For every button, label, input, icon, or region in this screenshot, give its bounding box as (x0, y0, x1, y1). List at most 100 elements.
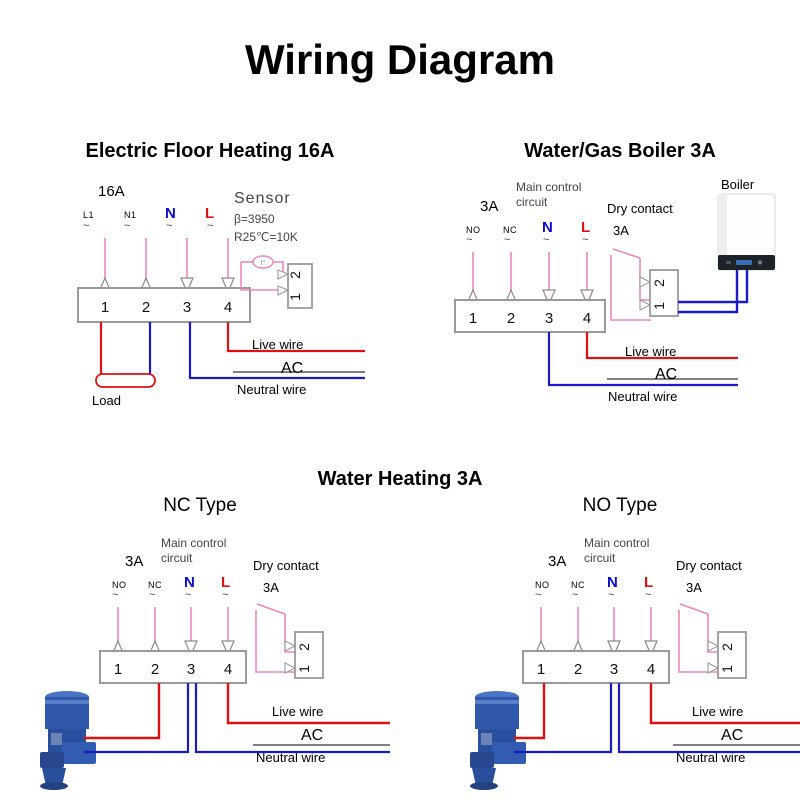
terminal-label-n-p3: N (184, 574, 195, 591)
tilde-p2-1: ~ (466, 234, 473, 246)
main-control-line1-p2: Main control (516, 180, 582, 194)
dry-contact-arrow-p4-2 (707, 640, 720, 652)
terminal-label-l-p4: L (644, 574, 654, 591)
wire-neutral-mains-p1 (188, 322, 365, 380)
dry-contact-wire-lower-p2 (610, 255, 651, 321)
terminal-number-1: 1 (101, 299, 109, 316)
dry-contact-arrow-p3-1 (284, 662, 297, 674)
wire-boiler-2 (678, 270, 749, 304)
terminal-label-no-p3: NO (112, 580, 127, 590)
terminal-label-nc-p2: NC (503, 225, 517, 235)
main-control-line2-p3: circuit (161, 551, 193, 565)
sensor-beta: β=3950 (234, 212, 275, 226)
tilde-4: ~ (207, 220, 214, 232)
tilde-p3-1: ~ (112, 589, 119, 601)
terminal-block-p2 (454, 299, 606, 333)
terminal-number-3: 3 (183, 299, 191, 316)
sensor-arrow-2 (277, 269, 290, 280)
terminal-label-l1: L1 (83, 210, 95, 220)
wire-live-mains-p4 (649, 683, 800, 725)
boiler-appliance (717, 193, 776, 271)
sensor-thermistor-glyph: t° (261, 259, 266, 267)
sensor-title: Sensor (234, 190, 291, 207)
neutral-wire-label-p4: Neutral wire (676, 750, 746, 765)
neutral-wire-label-p2: Neutral wire (608, 389, 678, 404)
terminal-number-p2-4: 4 (583, 310, 591, 327)
live-wire-label-p4: Live wire (692, 704, 744, 719)
wire-pump-live-p3 (84, 683, 161, 740)
dry-contact-wire-lower-p3 (255, 610, 296, 673)
dry-contact-label-p2: Dry contact (607, 201, 673, 216)
terminal-label-no-p2: NO (466, 225, 481, 235)
dry-contact-label-p4: Dry contact (676, 558, 742, 573)
terminal-label-n-p2: N (542, 219, 553, 236)
dry-contact-arrow-p4-1 (707, 662, 720, 674)
wire-pump-live-p4 (514, 683, 546, 740)
pump-appliance-p3 (40, 691, 96, 790)
tilde-p4-4: ~ (645, 589, 652, 601)
main-control-line2-p2: circuit (516, 195, 548, 209)
tilde-p2-3: ~ (543, 234, 550, 246)
tilde-p3-4: ~ (222, 589, 229, 601)
arrow-down-p3-4 (221, 640, 235, 657)
sensor-number-2: 2 (287, 271, 303, 279)
wire-neutral-mains-p3 (194, 683, 390, 754)
arrow-down-p4-3 (607, 640, 621, 657)
dry-contact-number-p2-1: 1 (651, 302, 667, 310)
terminal-number-p2-3: 3 (545, 310, 553, 327)
sensor-number-1: 1 (287, 293, 303, 301)
terminal-label-nc-p3: NC (148, 580, 162, 590)
terminal-label-n1: N1 (124, 210, 137, 220)
sensor-resistance: R25℃=10K (234, 230, 298, 244)
terminal-number-p2-1: 1 (469, 310, 477, 327)
dry-contact-label-p3: Dry contact (253, 558, 319, 573)
terminal-number-p3-4: 4 (224, 661, 232, 678)
arrow-down-3 (180, 277, 194, 294)
tilde-p4-1: ~ (535, 589, 542, 601)
sensor-thermistor-icon (252, 255, 274, 269)
dry-contact-wire-upper-p4 (707, 614, 719, 653)
sensor-terminal-box (287, 263, 313, 309)
dry-contact-rating-p2: 3A (613, 223, 629, 238)
dry-contact-wire-upper-p3 (284, 614, 296, 653)
terminal-number-p4-2: 2 (574, 661, 582, 678)
ac-label-p1: AC (281, 360, 304, 377)
wire-sensor-lower (240, 262, 279, 291)
dry-contact-blade-p3 (256, 603, 286, 615)
wire-neutral-mains-p2 (547, 332, 738, 387)
boiler-label: Boiler (721, 177, 755, 192)
dry-contact-rating-p3: 3A (263, 580, 279, 595)
rating-3a-p3: 3A (125, 553, 144, 570)
wire-pump-neutral-p3 (84, 683, 190, 754)
dry-contact-box-p2 (649, 269, 679, 317)
terminal-number-2: 2 (142, 299, 150, 316)
tilde-1: ~ (83, 220, 90, 232)
live-wire-label-p2: Live wire (625, 344, 677, 359)
tilde-p4-3: ~ (608, 589, 615, 601)
sensor-arrow-1 (277, 285, 290, 296)
terminal-number-p3-3: 3 (187, 661, 195, 678)
arrow-down-p4-4 (644, 640, 658, 657)
panel-title-electric-floor-heating: Electric Floor Heating 16A (85, 140, 335, 162)
ac-label-p3: AC (301, 727, 324, 744)
rating-16a: 16A (98, 183, 125, 200)
terminal-number-p3-1: 1 (114, 661, 122, 678)
panel-title-nc-type: NC Type (163, 495, 237, 516)
terminal-label-l-p2: L (581, 219, 591, 236)
wire-live-mains-p1 (226, 322, 365, 353)
rating-3a-p2: 3A (480, 198, 499, 215)
terminal-label-n-p4: N (607, 574, 618, 591)
terminal-label-l: L (205, 205, 215, 222)
terminal-number-p4-1: 1 (537, 661, 545, 678)
tilde-p4-2: ~ (572, 589, 579, 601)
neutral-wire-label-p1: Neutral wire (237, 382, 307, 397)
rating-3a-p4: 3A (548, 553, 567, 570)
terminal-label-l-p3: L (221, 574, 231, 591)
tilde-3: ~ (166, 220, 173, 232)
neutral-wire-label-p3: Neutral wire (256, 750, 326, 765)
